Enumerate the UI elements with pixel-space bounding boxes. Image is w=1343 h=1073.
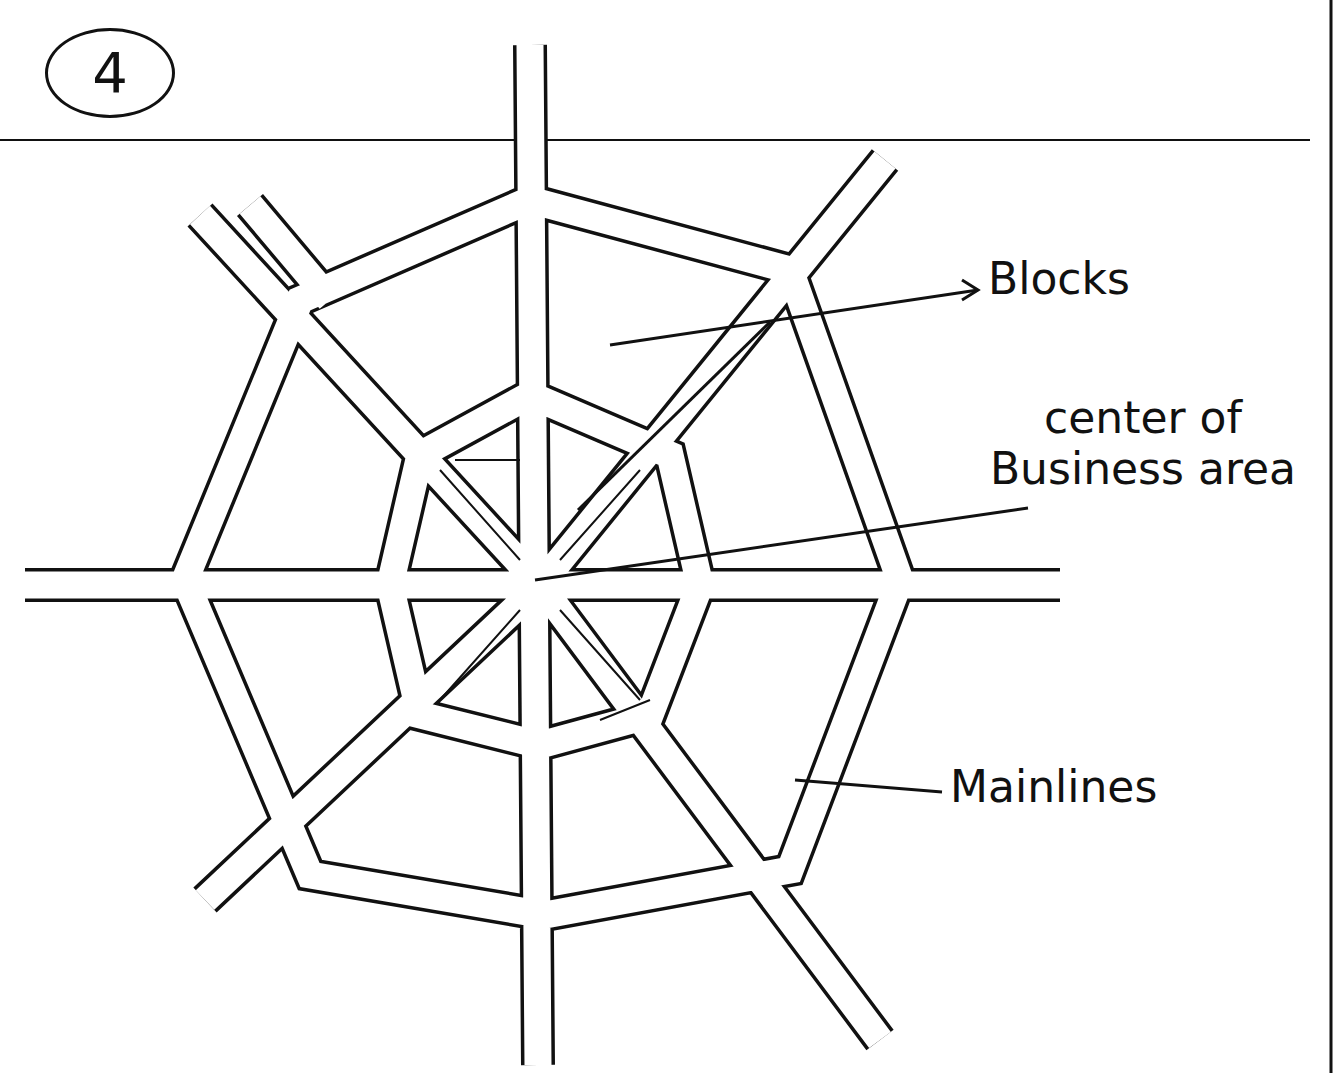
leader-lines (535, 280, 1028, 792)
leader-line (610, 290, 978, 345)
road-outline (25, 45, 1060, 1065)
circled-number: 4 (45, 28, 175, 118)
leader-line (578, 322, 770, 510)
leader-line (535, 508, 1028, 580)
rule-line (0, 139, 1310, 141)
margin-line (1330, 0, 1333, 1073)
callout-number: 4 (92, 45, 128, 101)
road-surface (25, 45, 1060, 1065)
annotation-label: Blocks (988, 254, 1318, 305)
road-network (25, 45, 1060, 1065)
annotation-label: center of Business area (968, 393, 1318, 494)
leader-arrowhead (962, 280, 978, 300)
leader-line (795, 780, 942, 792)
center-streets (440, 460, 650, 720)
annotation-label: Mainlines (950, 762, 1320, 813)
